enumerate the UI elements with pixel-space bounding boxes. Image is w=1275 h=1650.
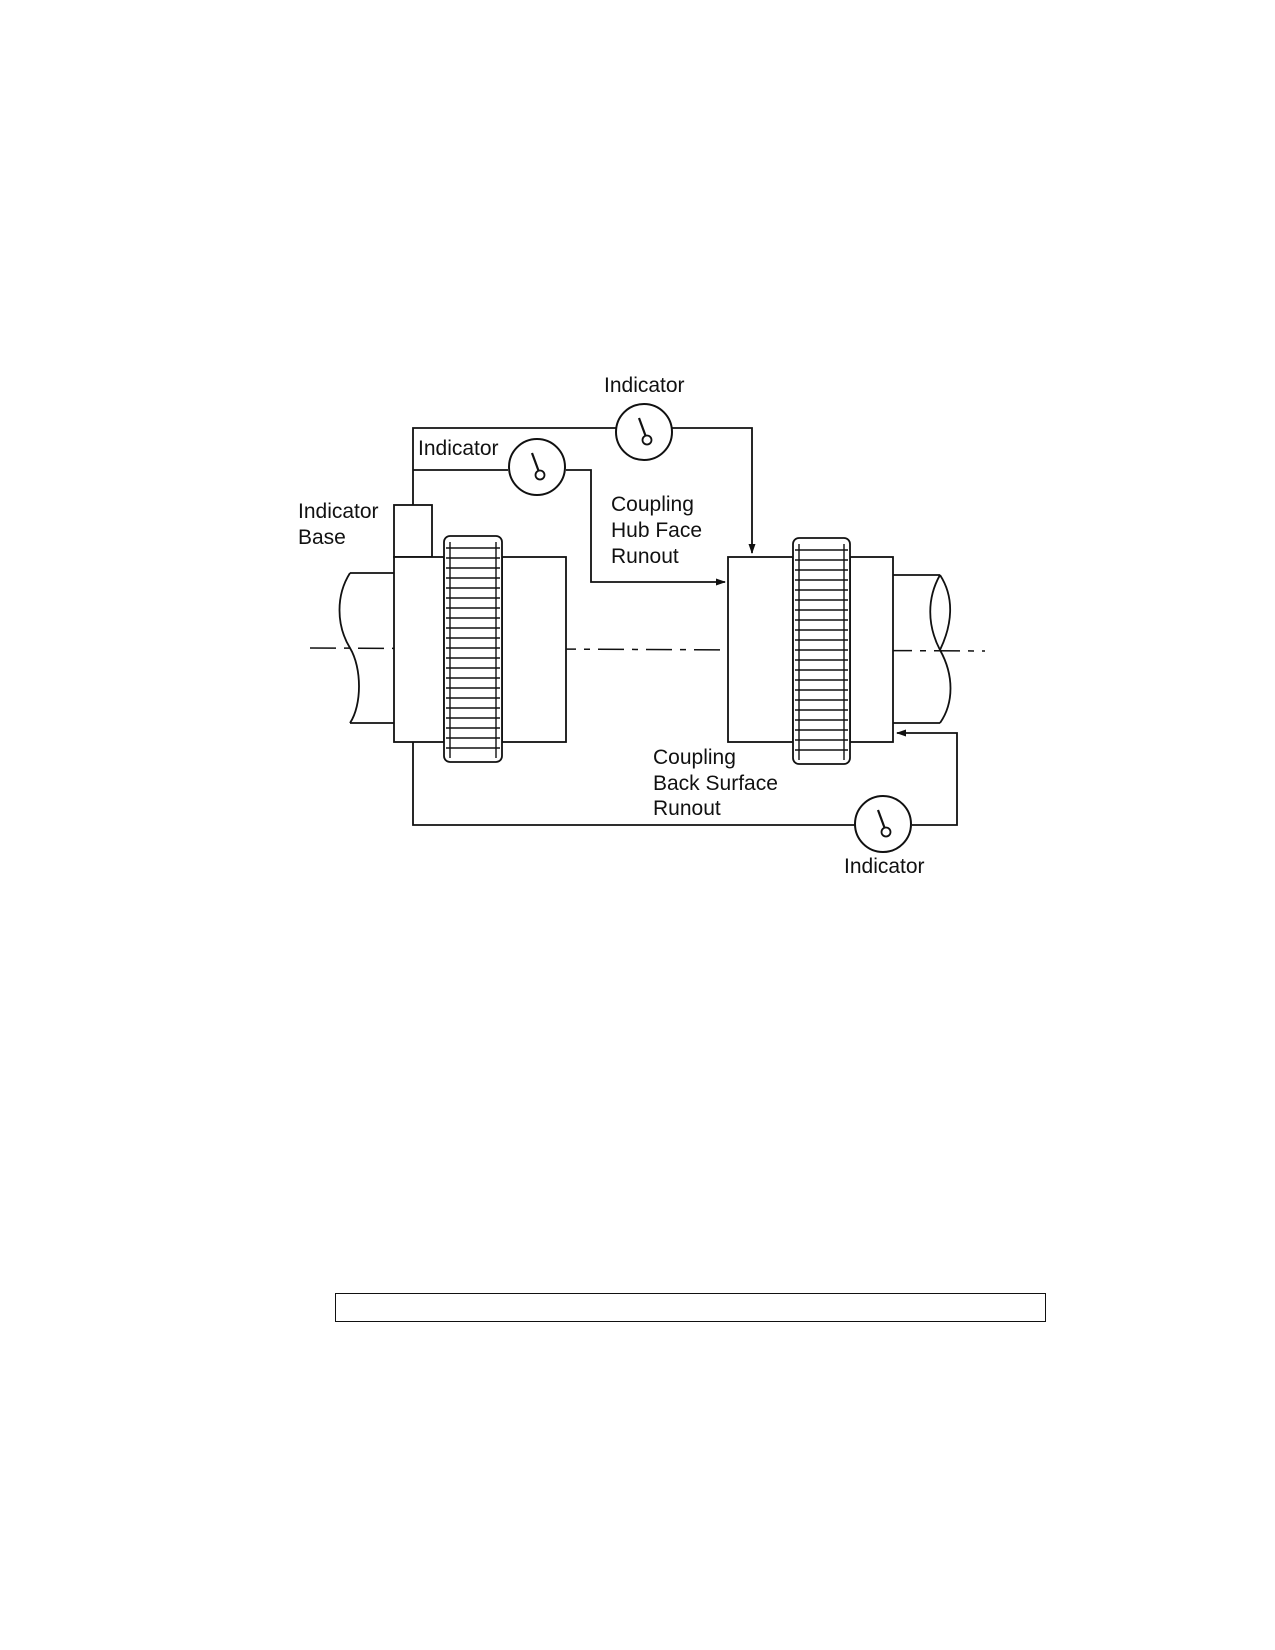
- label-indicator-base-1: Indicator: [298, 500, 379, 523]
- mid-indicator-linkage: [413, 469, 726, 586]
- label-back-surface-2: Back Surface: [653, 772, 778, 795]
- label-indicator-mid: Indicator: [418, 437, 499, 460]
- caption-box: [335, 1293, 1046, 1322]
- dial-indicator-icon: [854, 795, 912, 853]
- label-indicator-bottom: Indicator: [844, 855, 925, 878]
- left-hub: [393, 556, 445, 743]
- label-indicator-top: Indicator: [604, 374, 685, 397]
- left-gear-ring: [443, 535, 503, 763]
- left-coupling: [393, 504, 567, 763]
- label-back-surface-1: Coupling: [653, 746, 736, 769]
- dial-indicator-icon: [508, 438, 566, 496]
- dial-indicator-icon: [615, 403, 673, 461]
- left-shaft: [338, 572, 394, 724]
- label-back-surface-3: Runout: [653, 797, 721, 820]
- label-hub-face-3: Runout: [611, 545, 679, 568]
- left-sleeve: [501, 556, 567, 743]
- right-gear-ring: [792, 537, 851, 765]
- label-indicator-base-2: Base: [298, 526, 346, 549]
- right-hub: [727, 556, 794, 743]
- right-sleeve: [849, 556, 894, 743]
- label-hub-face-1: Coupling: [611, 493, 694, 516]
- top-indicator-linkage: [412, 427, 756, 554]
- right-shaft: [893, 574, 952, 724]
- right-coupling: [727, 537, 894, 765]
- label-hub-face-2: Hub Face: [611, 519, 702, 542]
- indicator-base: [393, 504, 433, 558]
- bottom-indicator-linkage: [412, 729, 958, 826]
